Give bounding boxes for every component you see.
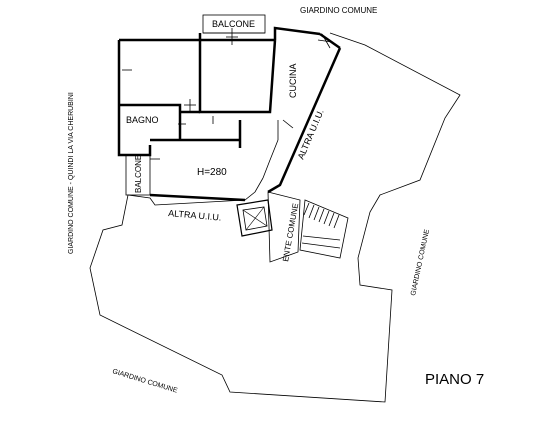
- staircase: [267, 191, 349, 263]
- label-height: H=280: [197, 167, 227, 178]
- label-cucina: CUCINA: [288, 63, 298, 98]
- building-outline: [89, 32, 461, 403]
- lift-shaft: [236, 199, 273, 237]
- label-giardino-bottom: GIARDINO COMUNE: [111, 368, 178, 395]
- label-giardino-top: GIARDINO COMUNE: [300, 6, 377, 15]
- label-balcone-left: BALCONE: [134, 155, 143, 193]
- label-altra-uiu-bottom: ALTRA U.I.U.: [168, 208, 222, 223]
- balcony-left: [125, 154, 151, 196]
- label-bagno: BAGNO: [126, 115, 159, 125]
- label-floor: PIANO 7: [425, 371, 484, 388]
- openings: [122, 28, 333, 160]
- label-giardino-left: GIARDINO COMUNE - QUINDI LA VIA CHERUBIN…: [68, 92, 75, 254]
- label-giardino-right: GIARDINO COMUNE: [410, 228, 431, 296]
- label-balcone-top: BALCONE: [212, 19, 255, 29]
- label-ente-comune: ENTE COMUNE: [281, 203, 300, 263]
- apartment-walls: [117, 26, 342, 202]
- balcony-top: [202, 14, 266, 34]
